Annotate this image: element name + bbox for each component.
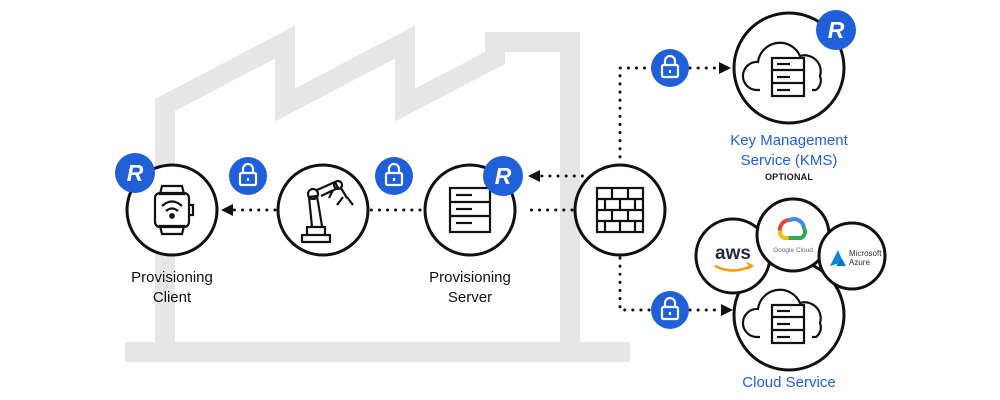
kms-label-line1: Key Management — [730, 132, 848, 149]
r-badge-icon: R — [127, 160, 144, 186]
google-cloud-icon — [777, 217, 808, 241]
lock-icon — [238, 162, 258, 187]
wearable-wifi-icon — [153, 184, 195, 236]
cloud-service-node — [732, 258, 846, 372]
provisioning-client-label-line2: Client — [152, 289, 192, 306]
provisioning-client-label-line1: Provisioning — [131, 269, 213, 286]
lock-badge-kms — [651, 49, 689, 87]
kms-node — [732, 11, 846, 125]
cloud-server-icon — [741, 41, 822, 98]
arrow-to-kms — [719, 62, 731, 74]
azure-text-line1: Microsoft — [849, 249, 882, 258]
firewall-node — [573, 163, 667, 257]
connectors — [230, 66, 724, 312]
provisioning-server-label-line2: Server — [447, 289, 493, 306]
kms-label-line2: Service (KMS) — [740, 152, 838, 169]
provisioning-server-label: Provisioning Server — [408, 268, 532, 308]
r-badge-server: R — [483, 156, 523, 196]
microsoft-azure-logo: Microsoft Azure — [817, 221, 887, 291]
cloud-service-label: Cloud Service — [742, 374, 836, 391]
connector-firewall-down — [618, 256, 652, 312]
lock-icon — [660, 296, 680, 321]
r-badge-icon: R — [495, 163, 512, 189]
google-cloud-logo: Google Cloud — [755, 197, 831, 273]
provisioning-client-label: Provisioning Client — [110, 268, 234, 308]
aws-logo: aws — [694, 217, 772, 295]
r-badge-kms: R — [816, 10, 856, 50]
robot-arm-icon — [300, 179, 354, 244]
lock-badge-2 — [375, 157, 413, 195]
cloud-server-icon — [741, 288, 822, 345]
lock-badge-cloud — [651, 291, 689, 329]
arrow-to-server — [528, 170, 540, 182]
arrow-to-client — [221, 204, 233, 216]
lock-badge-1 — [229, 157, 267, 195]
arrow-heads — [221, 62, 733, 316]
provisioning-server-label-line1: Provisioning — [429, 269, 511, 286]
kms-label: Key Management Service (KMS) — [719, 131, 859, 171]
firewall-icon — [595, 186, 645, 234]
lock-icon — [384, 162, 404, 187]
r-badge-client: R — [115, 153, 155, 193]
connector-firewall-up — [618, 66, 652, 167]
azure-text-line2: Azure — [849, 258, 870, 267]
r-badge-icon: R — [828, 17, 845, 43]
lock-icon — [660, 54, 680, 79]
google-cloud-text: Google Cloud — [773, 247, 813, 254]
provisioning-client-node — [125, 163, 219, 257]
server-icon — [448, 186, 492, 234]
robot-arm-node — [276, 163, 370, 257]
azure-icon — [830, 250, 846, 266]
factory-background — [125, 25, 630, 362]
connector-firewall-server-top — [538, 163, 622, 178]
aws-logo-text: aws — [715, 243, 751, 264]
arrow-to-cloud — [721, 304, 733, 316]
kms-optional-tag: OPTIONAL — [764, 172, 814, 182]
